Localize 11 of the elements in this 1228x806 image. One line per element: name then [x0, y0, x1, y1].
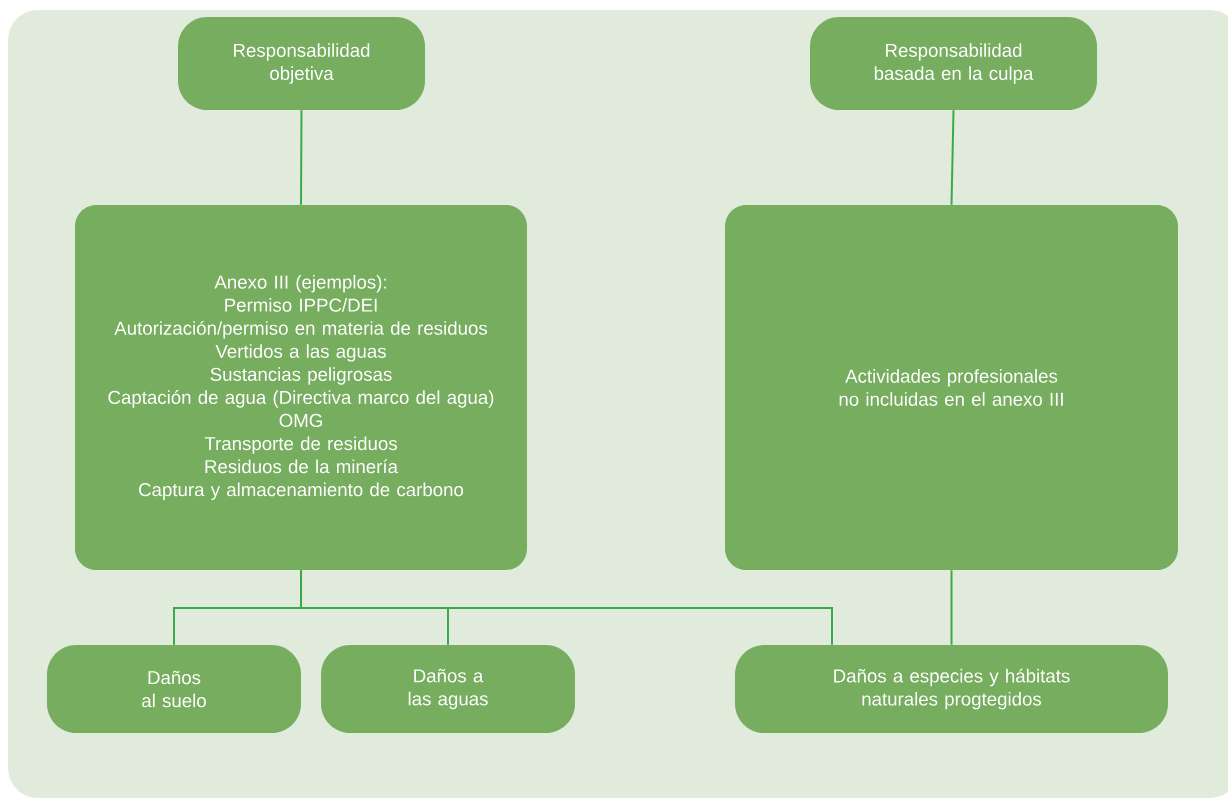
process-box: Responsabilidad objetiva — [178, 17, 425, 110]
connector-line — [300, 569, 833, 646]
process-box: Daños a las aguas — [321, 645, 575, 733]
connector-line — [300, 109, 303, 206]
process-box: Daños al suelo — [47, 645, 301, 733]
connector-line — [950, 109, 955, 206]
connector-line — [950, 569, 953, 646]
process-box: Actividades profesionales no incluidas en el anexo III — [725, 205, 1178, 570]
process-box: Daños a especies y hábitats naturales progtegidos — [735, 645, 1168, 733]
process-box: Responsabilidad basada en la culpa — [810, 17, 1097, 110]
process-box: Anexo III (ejemplos): Permiso IPPC/DEI Autorización/permiso en materia de residuos Vertidos a las aguas Sustancias peligrosas Captación de agua (Directiva marco del agua) OMG Transporte de residuos Residuos de la minería Captura y almacenamiento de carbono — [75, 205, 527, 570]
